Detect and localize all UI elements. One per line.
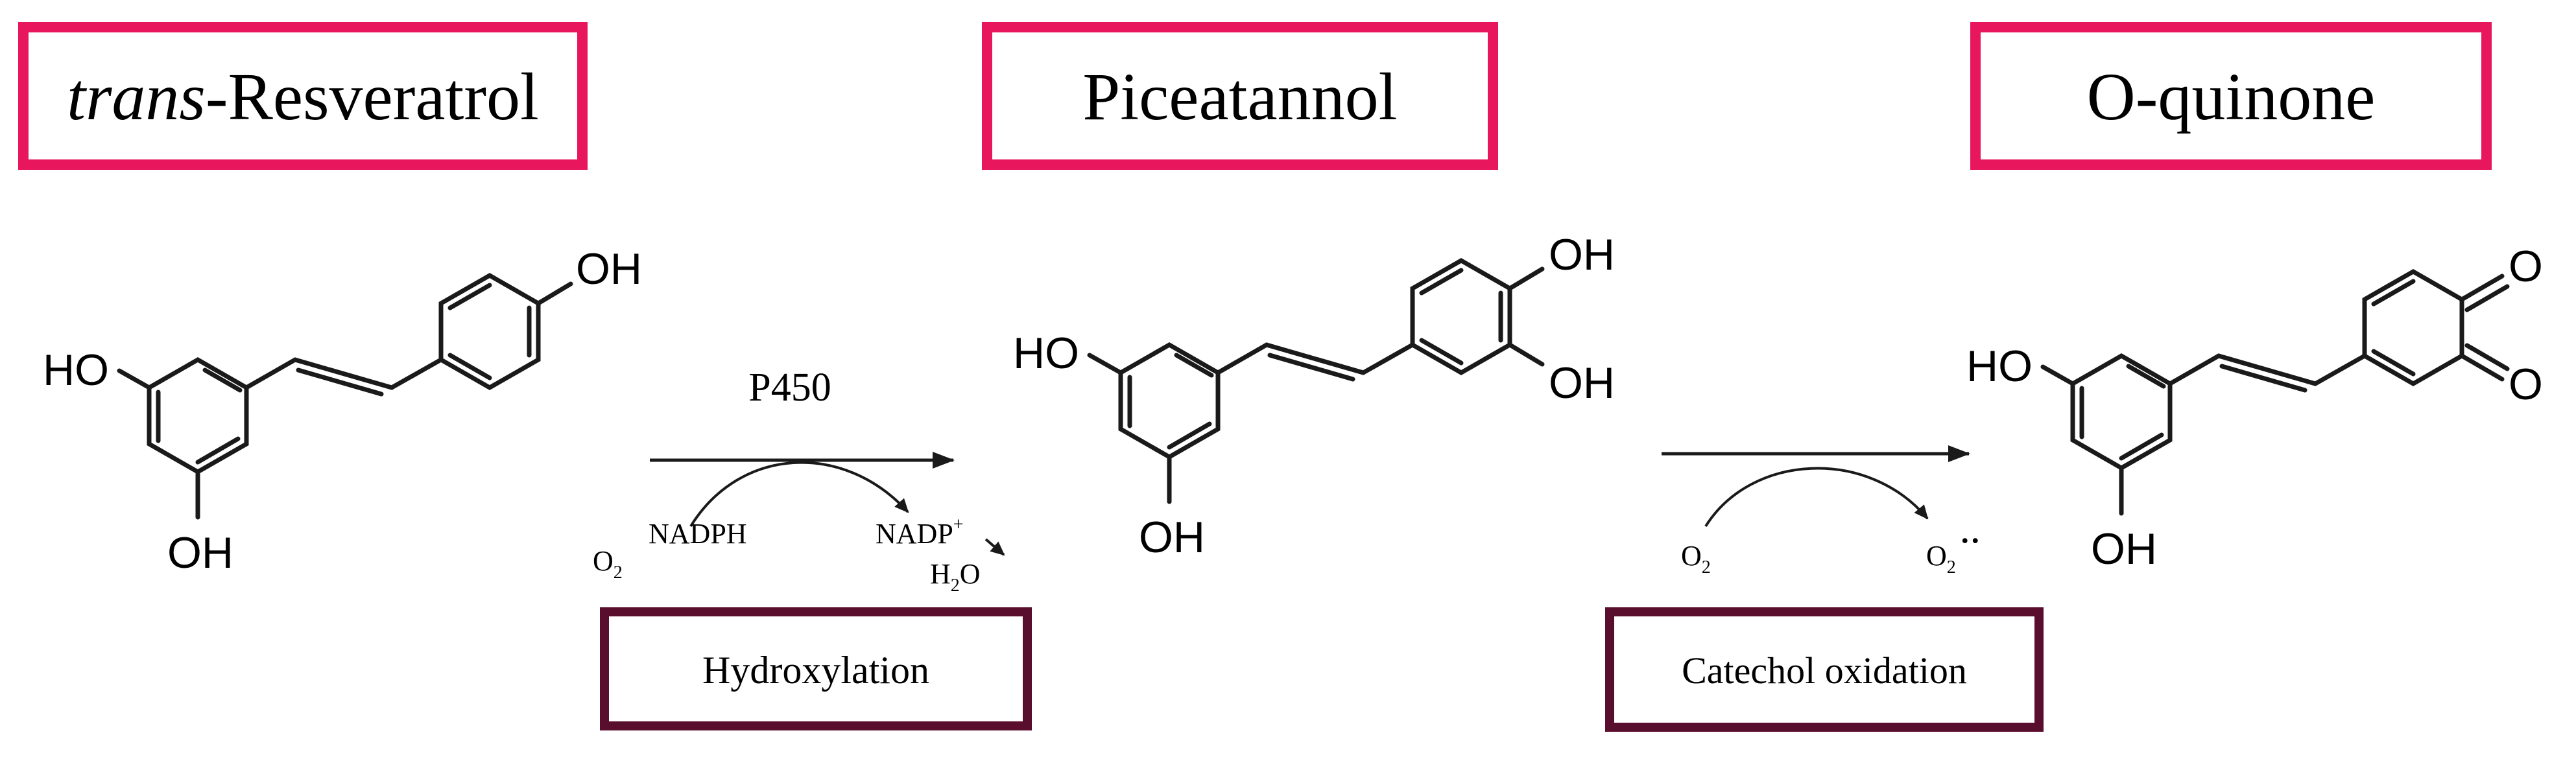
compound-name: -Resveratrol <box>206 60 539 134</box>
atom-label: HO <box>1966 342 2033 391</box>
atom-label: HO <box>43 345 109 395</box>
process-label: Hydroxylation <box>702 649 929 692</box>
compound-box <box>1970 22 2492 170</box>
atom-label: OH <box>2091 524 2157 574</box>
svg-text:trans-Resveratrol: trans-Resveratrol <box>67 60 539 134</box>
atom-label: HO <box>1013 329 1079 378</box>
atom-label: O <box>2509 360 2543 409</box>
cofactor-in-label: NADPH <box>649 518 747 550</box>
compound-box <box>18 22 588 170</box>
atom-label: OH <box>576 244 642 294</box>
cofactor-out-label: NADP+ <box>876 515 964 550</box>
reagent-in-label: O2 <box>1681 540 1711 578</box>
atom-label: OH <box>1549 230 1615 279</box>
product-out-label: O2·· <box>1926 524 1981 578</box>
process-box-hydroxylation: Hydroxylation <box>600 607 1032 730</box>
compound-name: Piceatannol <box>1082 60 1397 134</box>
atom-label: OH <box>167 528 233 578</box>
structure-piceatannol <box>1087 257 1545 504</box>
compound-title-quinone: O-quinone <box>1970 22 2492 170</box>
atom-label: O <box>2509 242 2543 291</box>
process-label: Catechol oxidation <box>1682 649 1967 692</box>
product-out-label: H2O <box>930 558 981 596</box>
reagent-in-label: O2 <box>593 545 623 583</box>
compound-title-resveratrol: trans-Resveratrol <box>18 22 588 170</box>
atom-label: OH <box>1139 513 1205 562</box>
compound-box <box>982 22 1498 170</box>
structure-resveratrol <box>117 272 573 520</box>
structure-quinone <box>2040 268 2510 516</box>
process-box-catechol-oxidation: Catechol oxidation <box>1605 607 2044 732</box>
reaction-arrow-1 <box>650 452 1005 556</box>
compound-title-piceatannol: Piceatannol <box>982 22 1498 170</box>
reaction-arrow-2 <box>1662 445 1970 528</box>
compound-prefix: trans <box>67 60 206 134</box>
catalyst-label: P450 <box>748 366 831 410</box>
compound-name: O-quinone <box>2087 60 2376 134</box>
atom-label: OH <box>1549 358 1615 408</box>
